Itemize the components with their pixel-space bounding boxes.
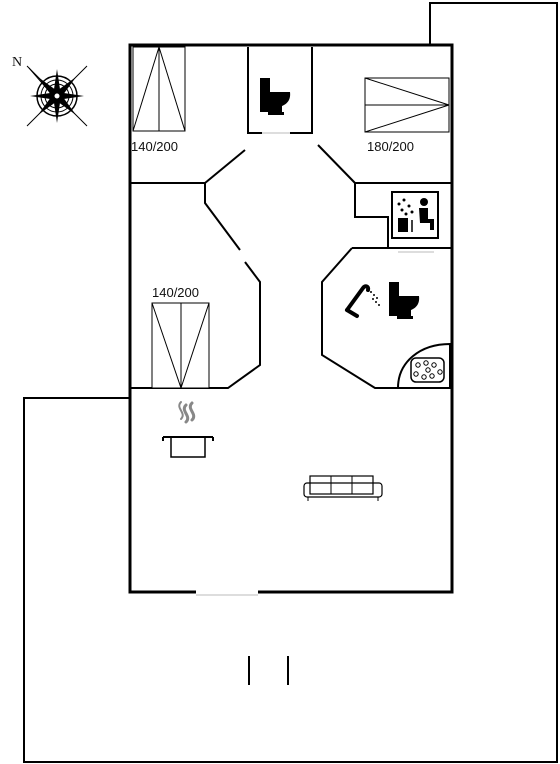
sauna-icon bbox=[391, 191, 439, 239]
bed-size-left: 140/200 bbox=[152, 285, 199, 300]
cooking-pot-icon bbox=[162, 401, 214, 458]
terrace-outline bbox=[23, 2, 558, 763]
whirlpool-icon bbox=[396, 342, 451, 389]
compass-north-label: N bbox=[12, 55, 22, 70]
wall-corridor-upper-right bbox=[317, 144, 356, 184]
bed-icon bbox=[132, 46, 186, 132]
bed-size-top-left: 140/200 bbox=[131, 139, 178, 154]
bed-icon bbox=[151, 302, 210, 389]
wall-corridor-upper-left bbox=[204, 149, 246, 184]
wall-top-left-bedroom bbox=[130, 47, 262, 184]
compass-rose-icon bbox=[26, 65, 88, 127]
toilet-icon bbox=[260, 78, 291, 115]
shower-icon bbox=[345, 284, 380, 318]
bed-icon bbox=[364, 77, 450, 133]
bed-size-top-right: 180/200 bbox=[367, 139, 414, 154]
wall-sauna bbox=[354, 183, 452, 249]
toilet-icon bbox=[389, 282, 420, 319]
sofa-icon bbox=[303, 475, 383, 501]
house-outer-wall bbox=[128, 43, 454, 594]
wall-top-right-bedroom bbox=[290, 47, 452, 184]
